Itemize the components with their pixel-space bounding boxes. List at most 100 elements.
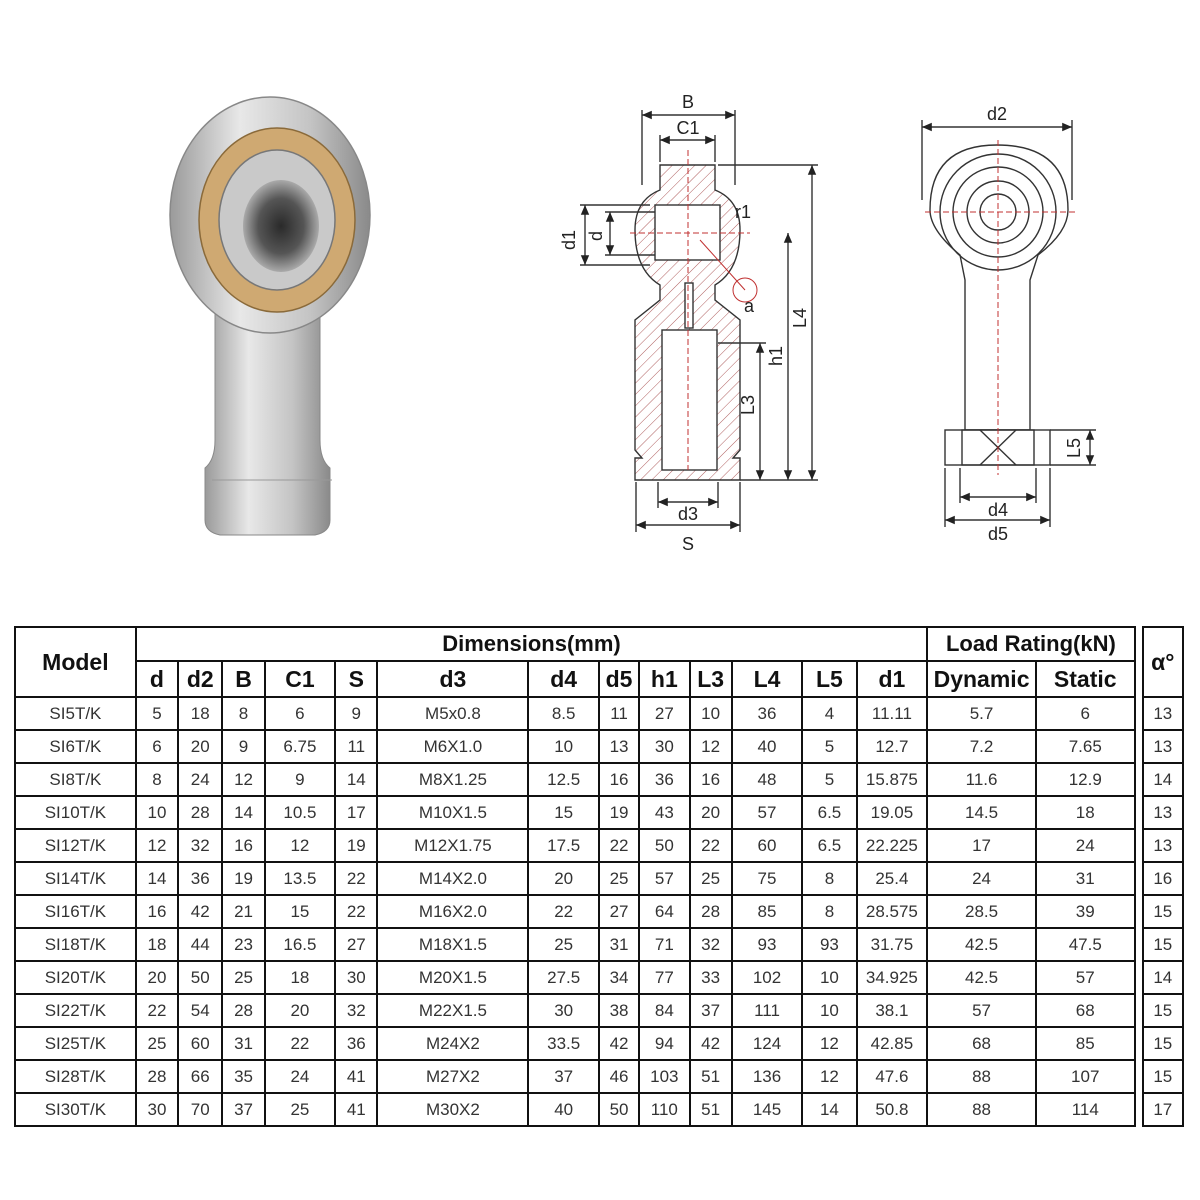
table-cell: 107 [1034, 1059, 1136, 1094]
technical-drawings: B C1 d1 d r1 a L4 h1 L3 d3 S d2 L5 d4 [169, 92, 1096, 554]
table-cell: 18 [134, 927, 180, 962]
table-cell: 50.8 [855, 1092, 929, 1127]
table-cell: 32 [177, 828, 224, 863]
table-cell: 32 [688, 927, 733, 962]
table-cell: 136 [730, 1059, 804, 1094]
table-cell: 34.925 [855, 960, 929, 995]
table-cell: 14 [801, 1092, 858, 1127]
model-cell: SI25T/K [14, 1026, 137, 1061]
table-cell: 12 [801, 1026, 858, 1061]
table-cell: 13 [1141, 729, 1185, 764]
table-cell: M16X2.0 [376, 894, 530, 929]
table-cell: 103 [638, 1059, 691, 1094]
table-cell: 18 [263, 960, 337, 995]
table-cell: 6 [134, 729, 180, 764]
table-cell: 22 [134, 993, 180, 1028]
table-cell: 14 [1141, 762, 1185, 797]
table-cell: 19 [221, 861, 266, 896]
table-cell: 7.2 [926, 729, 1037, 764]
table-cell: 22 [263, 1026, 337, 1061]
table-cell: 10 [688, 696, 733, 731]
table-cell: 6.5 [801, 828, 858, 863]
model-cell: SI10T/K [14, 795, 137, 830]
table-cell: 30 [638, 729, 691, 764]
column-header-b: B [221, 660, 266, 698]
column-gap [1133, 862, 1144, 895]
column-gap [1133, 829, 1144, 862]
label-d4: d4 [988, 500, 1008, 520]
table-cell: 42.5 [926, 960, 1037, 995]
column-header-d: d [134, 660, 180, 698]
table-cell: 28 [134, 1059, 180, 1094]
table-cell: 47.6 [855, 1059, 929, 1094]
label-d1: d1 [559, 230, 579, 250]
table-cell: 51 [688, 1092, 733, 1127]
table-cell: 25.4 [855, 861, 929, 896]
table-cell: 37 [688, 993, 733, 1028]
table-cell: 39 [1034, 894, 1136, 929]
label-d3: d3 [678, 504, 698, 524]
table-cell: 12 [801, 1059, 858, 1094]
column-gap [1133, 961, 1144, 994]
table-cell: 17 [926, 828, 1037, 863]
table-cell: 145 [730, 1092, 804, 1127]
table-cell: M24X2 [376, 1026, 530, 1061]
table-cell: 15 [263, 894, 337, 929]
table-cell: 60 [730, 828, 804, 863]
table-cell: 5 [801, 729, 858, 764]
table-cell: 14 [1141, 960, 1185, 995]
table-cell: 40 [527, 1092, 600, 1127]
model-cell: SI16T/K [14, 894, 137, 929]
table-cell: 22 [597, 828, 641, 863]
table-cell: 30 [527, 993, 600, 1028]
table-cell: 17 [334, 795, 379, 830]
table-cell: 36 [730, 696, 804, 731]
table-cell: 41 [334, 1059, 379, 1094]
column-header-d2: d2 [177, 660, 224, 698]
table-cell: 15 [1141, 894, 1185, 929]
table-cell: 110 [638, 1092, 691, 1127]
table-cell: 42 [177, 894, 224, 929]
table-cell: 93 [730, 927, 804, 962]
table-cell: 22 [334, 894, 379, 929]
column-gap [1133, 1027, 1144, 1060]
table-cell: 11.6 [926, 762, 1037, 797]
model-cell: SI5T/K [14, 696, 137, 731]
table-cell: 13.5 [263, 861, 337, 896]
table-cell: 33.5 [527, 1026, 600, 1061]
model-cell: SI28T/K [14, 1059, 137, 1094]
table-cell: 12 [221, 762, 266, 797]
label-d2: d2 [987, 104, 1007, 124]
table-cell: 5 [134, 696, 180, 731]
front-view-drawing [921, 120, 1096, 527]
table-cell: 28 [688, 894, 733, 929]
table-cell: 31 [597, 927, 641, 962]
table-cell: 12.9 [1034, 762, 1136, 797]
table-cell: 25 [527, 927, 600, 962]
table-cell: 68 [1034, 993, 1136, 1028]
table-cell: M20X1.5 [376, 960, 530, 995]
table-cell: 25 [221, 960, 266, 995]
table-cell: 16 [134, 894, 180, 929]
table-cell: 31 [221, 1026, 266, 1061]
column-header-static: Static [1034, 660, 1136, 698]
load-rating-header: Load Rating(kN) [926, 626, 1136, 662]
table-cell: 46 [597, 1059, 641, 1094]
table-cell: 6 [263, 696, 337, 731]
table-cell: 5.7 [926, 696, 1037, 731]
column-gap [1133, 895, 1144, 928]
side-section-drawing [580, 110, 818, 532]
table-cell: 60 [177, 1026, 224, 1061]
table-cell: M8X1.25 [376, 762, 530, 797]
table-cell: 27 [597, 894, 641, 929]
table-cell: 6 [1034, 696, 1136, 731]
label-d5: d5 [988, 524, 1008, 544]
table-cell: 16 [221, 828, 266, 863]
